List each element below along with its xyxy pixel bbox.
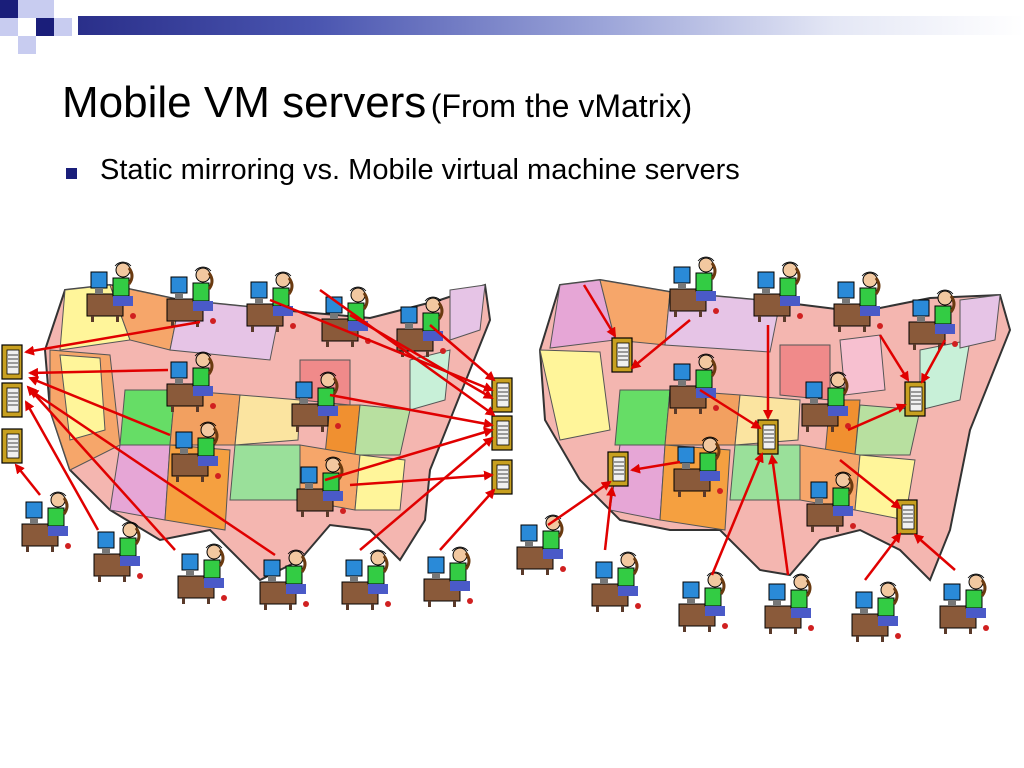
- left-arrows: [14, 288, 496, 557]
- user-computer-icon: [92, 520, 145, 584]
- server-icon: [1, 344, 23, 380]
- server-icon: [1, 428, 23, 464]
- user-computer-icon: [422, 545, 475, 609]
- user-computer-icon: [515, 513, 568, 577]
- user-computer-icon: [176, 542, 229, 606]
- user-computer-icon: [20, 490, 73, 554]
- server-icon: [1, 382, 23, 418]
- server-icon: [491, 377, 513, 413]
- mirroring-diagram: [1, 255, 1012, 644]
- user-computer-icon: [850, 580, 903, 644]
- user-computer-icon: [340, 548, 393, 612]
- bullet-square-icon: [66, 168, 77, 179]
- header-gradient-bar: [78, 16, 1024, 35]
- server-icon: [491, 459, 513, 495]
- bullet-text: Static mirroring vs. Mobile virtual mach…: [100, 154, 740, 186]
- user-computer-icon: [938, 572, 991, 636]
- title-suffix: (From the vMatrix): [430, 88, 693, 124]
- user-computer-icon: [590, 550, 643, 614]
- user-computer-icon: [677, 570, 730, 634]
- server-icon: [607, 451, 629, 487]
- server-icon: [757, 419, 779, 455]
- server-icon: [904, 381, 926, 417]
- server-icon: [491, 415, 513, 451]
- right-arrows: [547, 284, 956, 581]
- title-main: Mobile VM servers: [62, 78, 427, 127]
- server-icon: [611, 337, 633, 373]
- server-icon: [896, 499, 918, 535]
- corner-decoration: [0, 0, 80, 56]
- slide-title: Mobile VM servers (From the vMatrix): [62, 78, 692, 128]
- user-computer-icon: [763, 572, 816, 636]
